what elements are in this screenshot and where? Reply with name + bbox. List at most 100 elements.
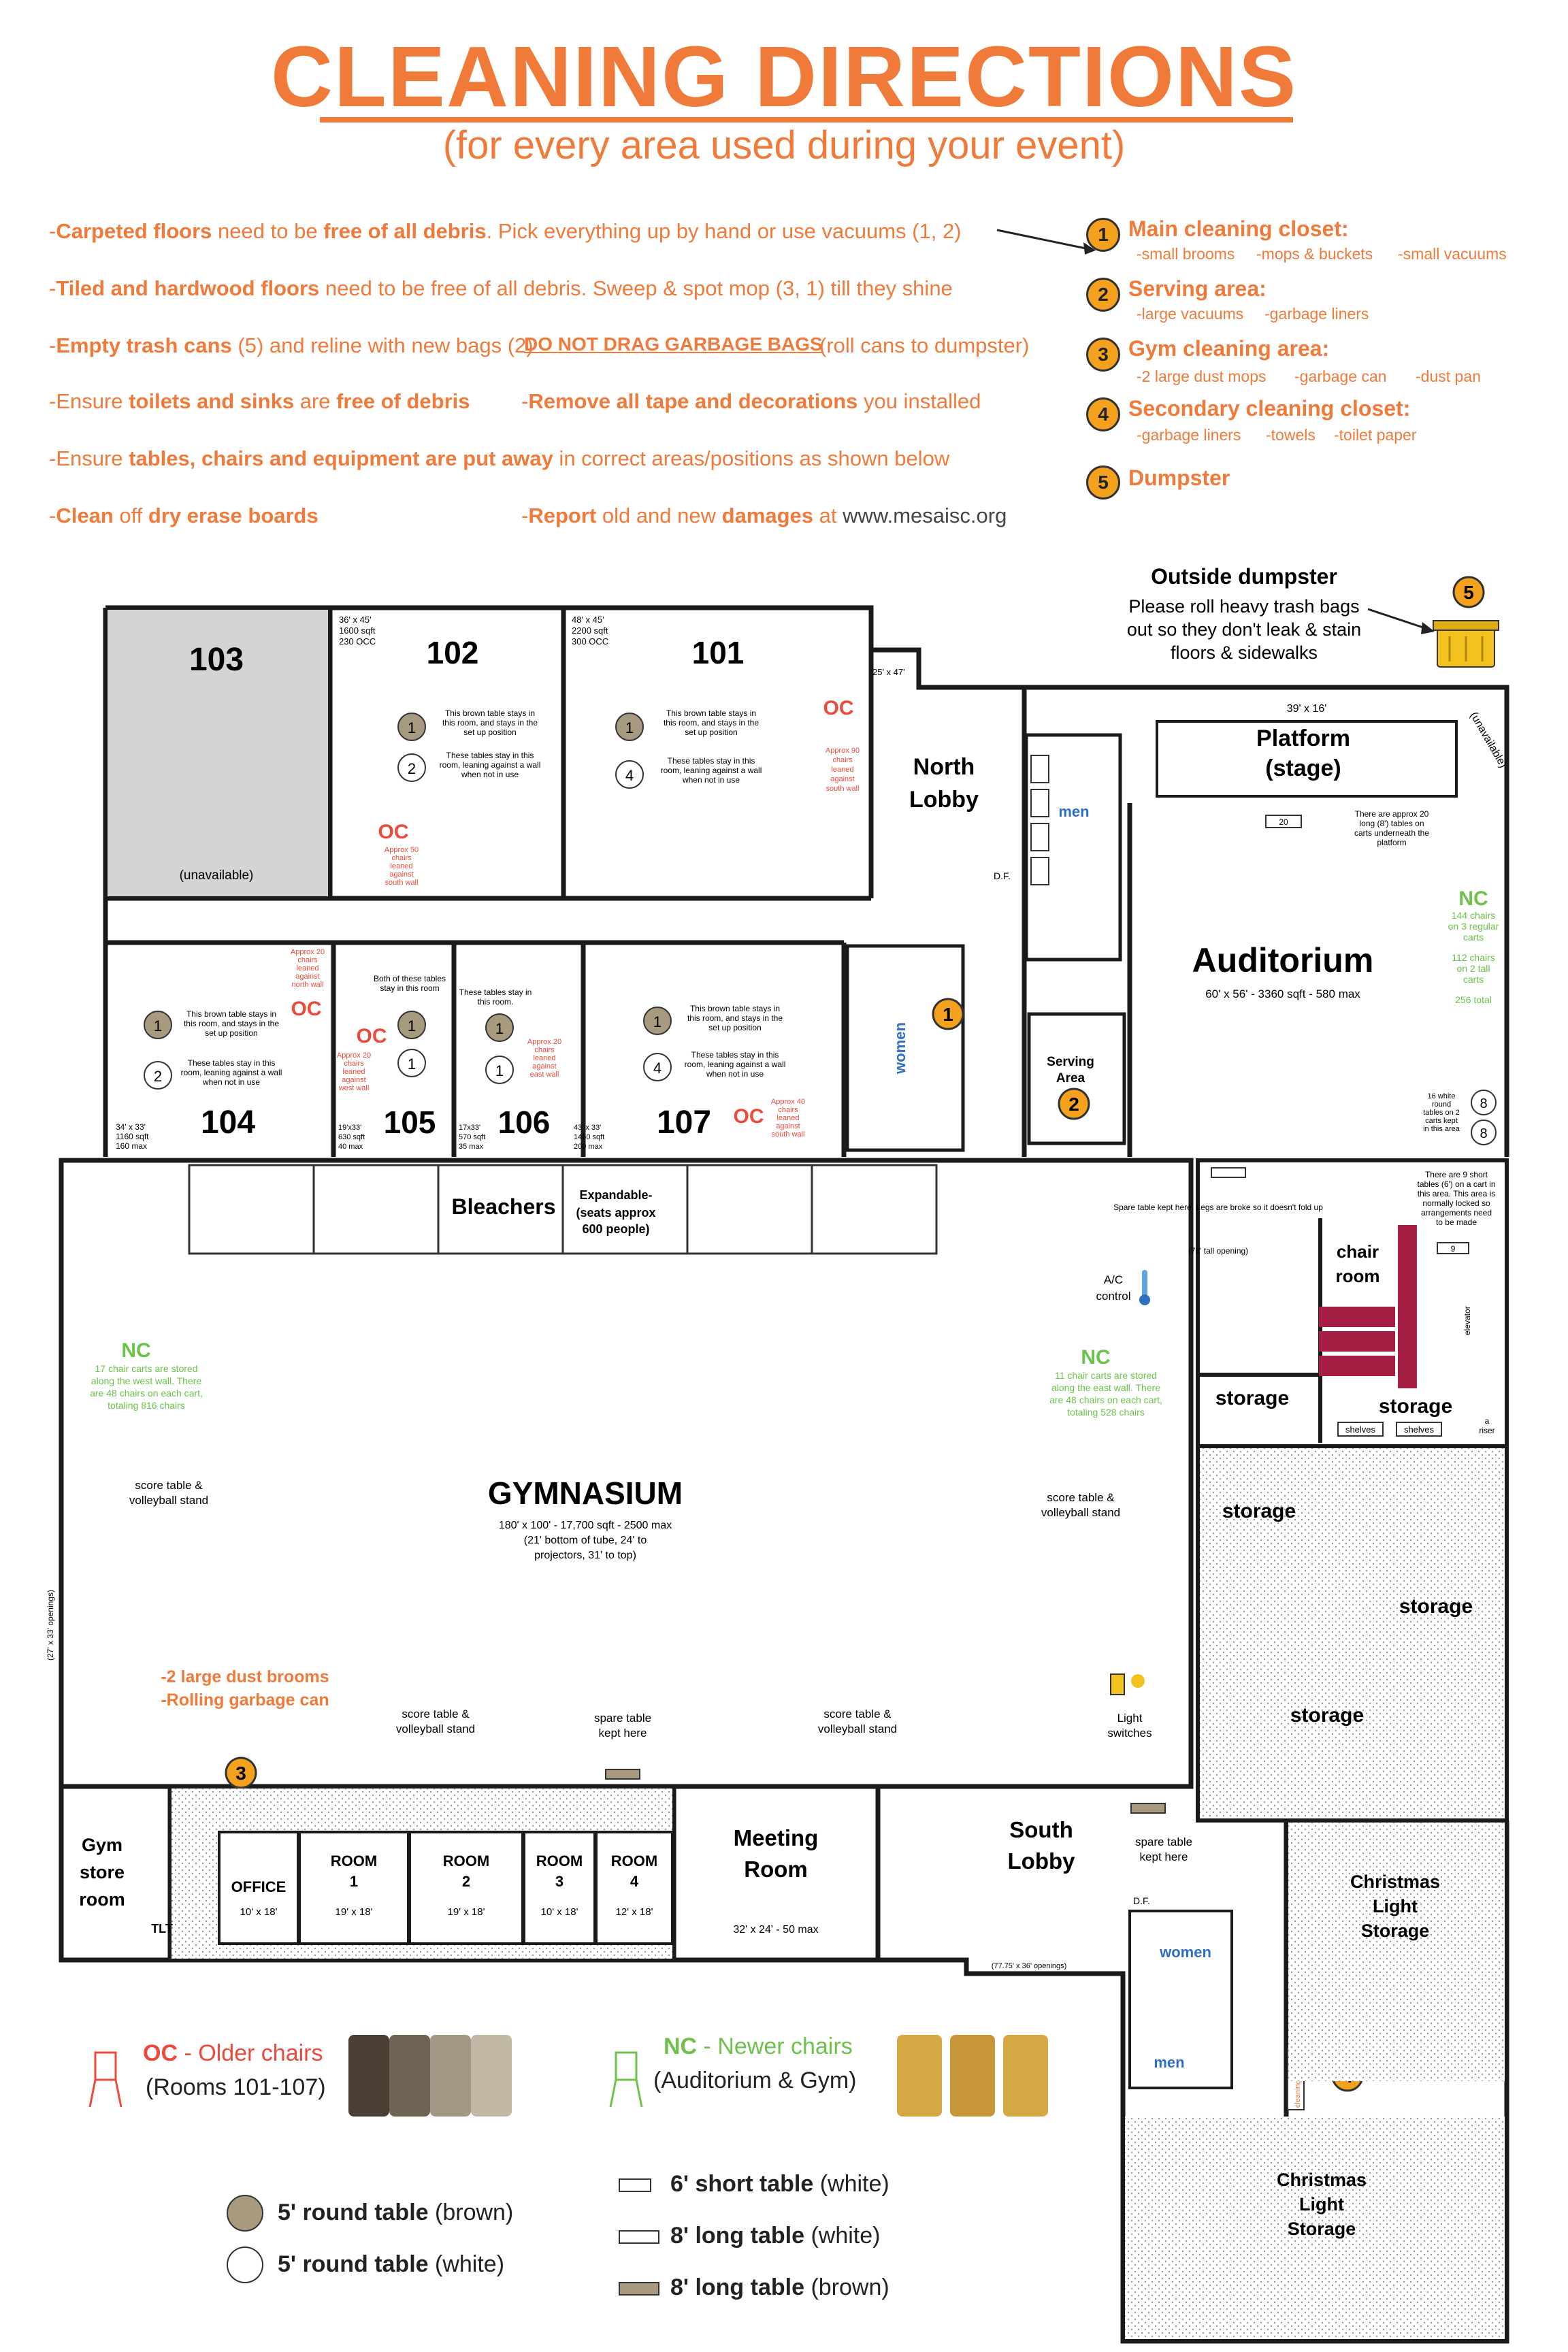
svg-text:1600 sqft: 1600 sqft: [339, 625, 376, 636]
dumpster-arrow-icon: [1367, 608, 1430, 631]
new-chair-icon: [609, 2051, 643, 2108]
svg-text:These tables stay in this: These tables stay in this: [188, 1058, 276, 1068]
svg-text:2: 2: [462, 1873, 470, 1890]
svg-text:this room, and stays in the: this room, and stays in the: [687, 1013, 783, 1023]
dumpster-note-title: Outside dumpster: [1151, 564, 1337, 589]
svg-text:9: 9: [1451, 1244, 1456, 1254]
svg-text:1: 1: [495, 1020, 504, 1037]
svg-text:against: against: [776, 1122, 800, 1130]
svg-text:1: 1: [943, 1004, 953, 1025]
gym-west-nc: NC: [121, 1339, 150, 1362]
chair-room-label: chair: [1337, 1241, 1379, 1262]
svg-text:1: 1: [408, 1056, 416, 1073]
tlt-label: TLT: [151, 1922, 173, 1936]
svg-text:16 white: 16 white: [1428, 1092, 1456, 1100]
legend-long-brown: 8' long table (brown): [670, 2274, 889, 2300]
legend-round-brown: 5' round table (brown): [278, 2200, 514, 2225]
north-lobby-label: Lobby: [909, 787, 979, 813]
svg-text:along the east wall. There: along the east wall. There: [1051, 1382, 1160, 1393]
svg-text:2: 2: [1068, 1094, 1079, 1115]
svg-text:19' x 18': 19' x 18': [448, 1906, 485, 1918]
ac-control-label: A/C: [1104, 1273, 1123, 1286]
floor-plan: Outside dumpster Please roll heavy trash…: [46, 564, 1509, 2344]
svg-text:volleyball stand: volleyball stand: [818, 1722, 897, 1735]
svg-text:west wall: west wall: [338, 1084, 370, 1092]
svg-text:this room, and stays in the: this room, and stays in the: [442, 718, 538, 728]
svg-text:These tables stay in: These tables stay in: [459, 987, 532, 997]
svg-text:carts underneath the: carts underneath the: [1354, 828, 1429, 838]
svg-text:Spare table kept here. Legs ar: Spare table kept here. Legs are broke so…: [1113, 1203, 1323, 1212]
marker-5: [1452, 576, 1485, 608]
svg-text:These tables stay in this: These tables stay in this: [446, 751, 534, 760]
south-lobby-label: South: [1009, 1817, 1073, 1842]
svg-text:volleyball stand: volleyball stand: [396, 1722, 475, 1735]
svg-text:Serving: Serving: [1047, 1055, 1094, 1069]
svg-text:leaned: leaned: [390, 862, 412, 870]
legend-nc: NC - Newer chairs: [664, 2034, 853, 2059]
svg-text:totaling 816 chairs: totaling 816 chairs: [108, 1400, 185, 1411]
svg-text:stay in this room: stay in this room: [380, 983, 439, 993]
shelves-label: shelves: [1404, 1424, 1435, 1435]
svg-text:carts kept: carts kept: [1425, 1117, 1458, 1125]
direction-toilets: -Ensure toilets and sinks are free of de…: [49, 389, 470, 413]
svg-text:OC: OC: [734, 1105, 764, 1128]
short-tables-note: There are 9 short tables (6') on a cart …: [1417, 1170, 1495, 1227]
svg-text:This brown table stays in: This brown table stays in: [186, 1009, 276, 1019]
svg-text:48' x 45': 48' x 45': [572, 615, 604, 625]
legend-item: -garbage liners: [1137, 426, 1241, 444]
svg-text:room, leaning against a wall: room, leaning against a wall: [181, 1068, 282, 1077]
svg-text:leaned: leaned: [296, 964, 318, 973]
spare-table-icon: [605, 1769, 640, 1780]
svg-text:against: against: [342, 1076, 365, 1084]
svg-text:score table &: score table &: [135, 1479, 203, 1492]
svg-text:along the west wall. There: along the west wall. There: [91, 1375, 202, 1386]
svg-text:south wall: south wall: [772, 1130, 805, 1139]
south-lobby-label: Lobby: [1008, 1848, 1076, 1874]
legend-oc-sub: (Rooms 101-107): [146, 2074, 326, 2100]
svg-text:256 total: 256 total: [1455, 994, 1492, 1005]
legend-item: -garbage liners: [1264, 305, 1369, 323]
meeting-room-label: Meeting: [734, 1825, 819, 1850]
direction-no-drag: DO NOT DRAG GARBAGE BAGS: [524, 333, 823, 355]
svg-text:kept here: kept here: [1140, 1850, 1188, 1863]
svg-text:OC: OC: [378, 821, 409, 843]
svg-text:ROOM: ROOM: [443, 1852, 489, 1869]
direction-tiled: -Tiled and hardwood floors need to be fr…: [49, 276, 953, 300]
svg-text:carts: carts: [1463, 974, 1484, 985]
svg-text:34' x 33': 34' x 33': [116, 1122, 146, 1132]
room-101: 101 48' x 45' 2200 sqft 300 OCC 1 4 This…: [572, 615, 860, 793]
direction-tables-chairs: -Ensure tables, chairs and equipment are…: [49, 446, 950, 470]
svg-text:3: 3: [555, 1873, 564, 1890]
svg-text:ROOM: ROOM: [331, 1852, 377, 1869]
svg-text:women: women: [1159, 1944, 1211, 1961]
round-tables-note: 16 white round tables on 2 carts kept in…: [1423, 1092, 1460, 1133]
svg-text:106: 106: [498, 1105, 551, 1140]
svg-text:2: 2: [408, 760, 416, 777]
svg-text:105: 105: [384, 1105, 436, 1140]
svg-text:200 max: 200 max: [574, 1143, 603, 1151]
dumpster-note-line: Please roll heavy trash bags: [1128, 596, 1359, 617]
svg-text:17x33': 17x33': [459, 1124, 480, 1132]
svg-text:1: 1: [408, 719, 416, 736]
dumpster-note-line: floors & sidewalks: [1171, 642, 1318, 663]
svg-text:102: 102: [427, 635, 479, 670]
legend-title-2: Serving area:: [1128, 276, 1267, 301]
storage-dotted-area: [1196, 1444, 1509, 1823]
meeting-room-label: Room: [744, 1857, 808, 1882]
page-subtitle: (for every area used during your event): [442, 123, 1126, 167]
svg-text:carts: carts: [1463, 932, 1484, 943]
svg-text:300 OCC: 300 OCC: [572, 636, 608, 647]
svg-text:store: store: [80, 1862, 125, 1882]
svg-text:These tables stay in this: These tables stay in this: [691, 1050, 779, 1060]
svg-text:Christmas: Christmas: [1277, 2170, 1367, 2190]
svg-text:against: against: [389, 870, 413, 879]
website-link[interactable]: www.mesaisc.org: [843, 504, 1007, 527]
gym-supplies-note: -Rolling garbage can: [161, 1690, 329, 1710]
serving-area: [1027, 1012, 1126, 1145]
svg-text:Both of these tables: Both of these tables: [374, 974, 446, 983]
dumpster-icon: [1433, 620, 1499, 668]
svg-text:on 3 regular: on 3 regular: [1448, 921, 1499, 932]
svg-text:leaned: leaned: [777, 1114, 799, 1122]
spare-table-note: spare table kept here spare table kept h…: [594, 1712, 1192, 1863]
platform-stage: [1156, 720, 1458, 798]
